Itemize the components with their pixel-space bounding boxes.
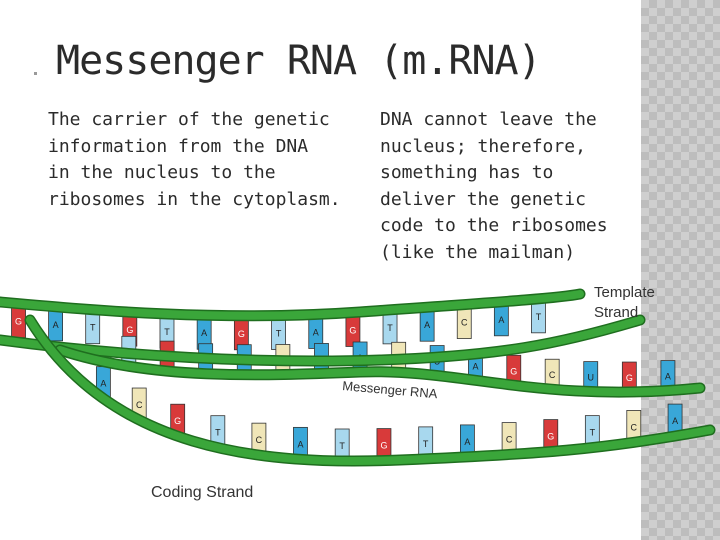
template-strand-label-line2: Strand xyxy=(594,304,638,321)
template-base-letter: A xyxy=(498,315,504,325)
coding-base-letter: A xyxy=(100,379,106,389)
title-marker xyxy=(34,72,37,75)
coding-base-letter: C xyxy=(256,435,263,445)
template-base-letter: C xyxy=(461,318,468,328)
coding-base: A xyxy=(667,403,683,437)
mrna-base: A xyxy=(660,360,676,392)
backbone-layer xyxy=(0,288,716,467)
coding-base: C xyxy=(251,422,267,456)
template-base: T xyxy=(531,298,546,334)
template-base-letter: T xyxy=(387,323,393,333)
template-base-letter: G xyxy=(349,325,356,335)
template-strand-label: Template xyxy=(594,284,655,301)
template-strand-backbone xyxy=(0,290,584,320)
coding-base-letter: G xyxy=(547,432,554,442)
coding-base-letter: T xyxy=(423,439,429,449)
coding-base-letter: A xyxy=(464,437,470,447)
template-base-letter: T xyxy=(90,323,96,333)
mrna-base-letter: A xyxy=(665,372,671,382)
coding-base: G xyxy=(170,403,186,437)
slide-title: Messenger RNA (m.RNA) xyxy=(56,38,542,84)
coding-base-letter: A xyxy=(297,439,303,449)
mrna-base: U xyxy=(583,361,599,392)
coding-base-letter: C xyxy=(631,422,638,432)
coding-base-letter: T xyxy=(590,428,596,438)
right-text-line: DNA cannot leave the xyxy=(380,109,597,130)
coding-strand-backbone xyxy=(26,316,714,466)
right-text-line: deliver the genetic xyxy=(380,188,586,210)
coding-base-letter: G xyxy=(380,441,387,451)
decorative-sidebar xyxy=(641,0,720,540)
left-text-line: The carrier of the genetic xyxy=(48,109,330,130)
right-text-line: nucleus; therefore, xyxy=(380,135,586,157)
template-base-letter: G xyxy=(238,329,245,339)
right-text-line: something has to xyxy=(380,162,554,183)
messenger-rna-label: Messenger RNA xyxy=(342,378,439,401)
mrna-base-letter: G xyxy=(510,366,517,376)
mrna-base-letter: A xyxy=(472,361,478,371)
coding-base: G xyxy=(543,419,559,452)
mrna-base-letter: U xyxy=(587,373,594,383)
coding-base-letter: C xyxy=(136,400,143,410)
right-text-line: (like the mailman) xyxy=(380,241,576,263)
template-base-letter: T xyxy=(164,327,170,337)
template-base-letter: A xyxy=(313,327,319,337)
coding-base-letter: C xyxy=(506,435,513,445)
messenger-rna-backbone xyxy=(56,346,704,397)
template-base-letter: A xyxy=(201,328,207,338)
left-text-line: information from the DNA xyxy=(48,135,309,157)
coding-base-letter: G xyxy=(174,416,181,426)
template-strand-backbone-lower xyxy=(0,316,644,366)
coding-base-letter: T xyxy=(339,441,345,451)
mrna-base-letter: C xyxy=(549,370,556,380)
mrna-base-letter: G xyxy=(626,373,633,383)
template-base-letter: G xyxy=(15,317,22,327)
coding-base: T xyxy=(334,428,350,462)
coding-base-letter: A xyxy=(672,416,678,426)
right-text-line: code to the ribosomes xyxy=(380,215,608,236)
coding-base-letter: T xyxy=(215,428,221,438)
template-base-letter: A xyxy=(424,320,430,330)
left-text-line: in the nucleus to the xyxy=(48,162,276,183)
template-base-letter: A xyxy=(53,320,59,330)
template-base-letter: T xyxy=(276,329,282,339)
coding-strand-label: Coding Strand xyxy=(151,484,253,501)
template-base-letter: T xyxy=(536,312,542,322)
left-text-block: The carrier of the genetic information f… xyxy=(48,107,368,213)
template-base-letter: G xyxy=(126,325,133,335)
template-base: T xyxy=(85,309,101,345)
left-text-line: ribosomes in the cytoplasm. xyxy=(48,188,341,210)
right-text-block: DNA cannot leave the nucleus; therefore,… xyxy=(380,107,640,266)
